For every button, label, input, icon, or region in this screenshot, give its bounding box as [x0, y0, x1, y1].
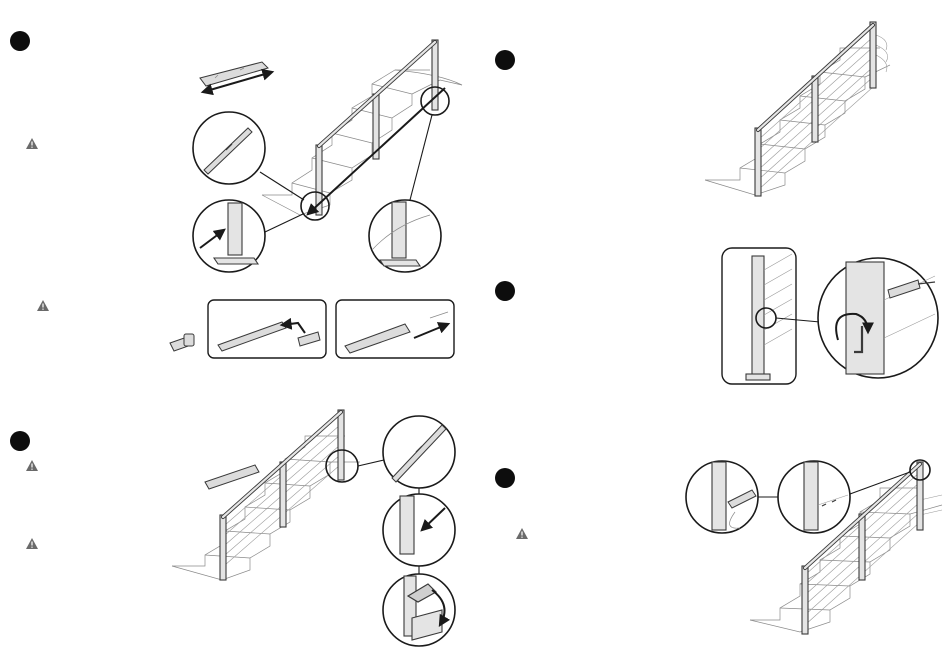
- detail-magnifier-circle: [301, 192, 329, 220]
- step-3-panel: [495, 22, 890, 196]
- warning-triangle-icon: [516, 528, 528, 539]
- step-3-marker-icon: [495, 50, 515, 70]
- turnbuckle-part: [205, 465, 259, 489]
- railing-post: [755, 128, 761, 196]
- warning-triangle-icon: [26, 138, 38, 149]
- railing-post: [280, 462, 286, 527]
- detail-magnifier-circle: [383, 494, 455, 566]
- warning-triangle-icon: [37, 300, 49, 311]
- fitting-part: [170, 334, 194, 351]
- staircase: [705, 48, 890, 195]
- railing-post: [220, 515, 226, 580]
- step-4-marker-icon: [495, 281, 515, 301]
- railing-post: [802, 566, 808, 634]
- step-2-marker-icon: [10, 431, 30, 451]
- step-2-panel: [10, 410, 455, 646]
- railing-post: [917, 462, 923, 530]
- step-4-panel: [495, 248, 938, 384]
- railing-post: [859, 514, 865, 580]
- railing-post: [812, 76, 818, 142]
- step-1-marker-icon: [10, 31, 30, 51]
- railing-post: [338, 410, 344, 480]
- step-5-panel: [495, 460, 942, 634]
- warning-triangle-icon: [26, 460, 38, 471]
- staircase: [172, 436, 360, 580]
- step-1-panel: [10, 31, 462, 358]
- warning-triangle-icon: [26, 538, 38, 549]
- step-5-marker-icon: [495, 468, 515, 488]
- turnbuckle-part: [200, 62, 272, 92]
- railing-post: [870, 22, 876, 88]
